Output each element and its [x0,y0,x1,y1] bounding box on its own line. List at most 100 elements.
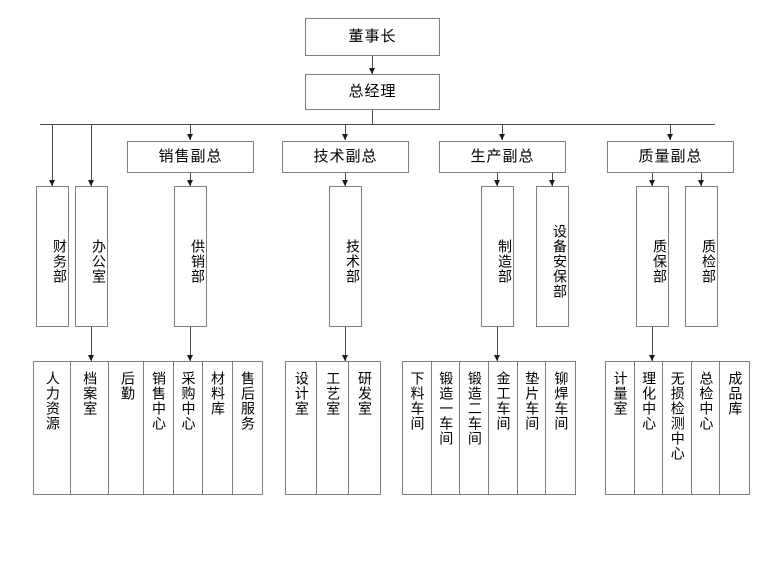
node-unit-blanking-workshop[interactable]: 下料车间 [403,362,432,494]
node-unit-material-warehouse[interactable]: 材料库 [203,362,233,494]
node-dept-technology[interactable]: 技术部 [329,186,362,327]
arrowhead-office-to-units [88,355,94,361]
node-unit-logistics[interactable]: 后勤 [108,362,147,494]
node-unit-finished-goods-warehouse[interactable]: 成品库 [720,362,750,494]
node-chairman-label: 董事长 [348,28,397,46]
node-unit-process-office[interactable]: 工艺室 [317,362,349,494]
connector-technology-to-units [345,327,346,361]
node-dept-supply-marketing-label: 供销部 [190,238,206,284]
node-unit-forging-workshop-2[interactable]: 锻造二车间 [460,362,490,494]
node-unit-human-resources-label: 人力资源 [44,371,61,431]
node-dept-manufacturing[interactable]: 制造部 [481,186,514,327]
connector-quality-assurance-to-units [652,327,653,361]
connector-vp-quality-to-inspection [701,173,702,186]
node-dept-office[interactable]: 办公室 [75,186,108,327]
arrowhead-bus-to-office [88,180,94,186]
arrowhead-vp-technology-to-techdept [342,180,348,186]
arrowhead-vp-production-to-manufacturing [494,180,500,186]
node-dept-quality-assurance[interactable]: 质保部 [636,186,669,327]
node-vp-quality[interactable]: 质量副总 [607,141,734,173]
connector-vp-quality-to-assurance [652,173,653,186]
node-unit-physical-chemical-center-label: 理化中心 [641,371,658,431]
node-unit-ndt-center-label: 无损检测中心 [669,371,686,461]
group-sales-units: 销售中心 采购中心 材料库 售后服务 [143,361,263,495]
node-general-manager[interactable]: 总经理 [305,74,440,110]
connector-bus-to-finance [52,124,53,186]
arrowhead-supply-to-units [187,355,193,361]
arrowhead-vp-sales-to-supply [187,180,193,186]
node-unit-procurement-center[interactable]: 采购中心 [173,362,203,494]
node-unit-general-inspection-center[interactable]: 总检中心 [691,362,721,494]
node-vp-technology[interactable]: 技术副总 [282,141,409,173]
node-vp-sales-label: 销售副总 [158,148,223,166]
connector-vp-sales-to-supply [190,173,191,186]
connector-gm-to-bus [372,110,373,124]
connector-chairman-to-gm [372,56,373,74]
node-unit-forging-workshop-1[interactable]: 锻造一车间 [431,362,461,494]
node-unit-ndt-center[interactable]: 无损检测中心 [663,362,692,494]
node-vp-production[interactable]: 生产副总 [439,141,566,173]
arrowhead-bus-to-vp-production [499,134,505,140]
node-unit-riveting-welding-workshop[interactable]: 铆焊车间 [546,362,576,494]
node-unit-metrology-office[interactable]: 计量室 [606,362,635,494]
connector-supply-to-units [190,327,191,361]
node-dept-equipment-security-label: 设备安保部 [552,223,568,299]
node-dept-quality-inspection[interactable]: 质检部 [685,186,718,327]
node-dept-office-label: 办公室 [91,238,107,284]
connector-bus-to-vp-sales [190,124,191,140]
node-dept-technology-label: 技术部 [345,238,361,284]
connector-bus-to-vp-production [502,124,503,140]
node-dept-finance-label: 财务部 [52,238,68,284]
node-unit-procurement-center-label: 采购中心 [180,371,197,431]
connector-bus-to-vp-technology [345,124,346,140]
node-unit-process-office-label: 工艺室 [325,371,342,416]
node-unit-logistics-label: 后勤 [120,371,137,401]
connector-vp-technology-to-techdept [345,173,346,186]
node-unit-riveting-welding-workshop-label: 铆焊车间 [553,371,570,431]
node-unit-after-sales-service[interactable]: 售后服务 [232,362,262,494]
connector-bus-to-vp-quality [670,124,671,140]
node-unit-sales-center[interactable]: 销售中心 [144,362,174,494]
arrowhead-quality-assurance-to-units [649,355,655,361]
node-vp-quality-label: 质量副总 [638,148,703,166]
arrowhead-technology-to-units [342,355,348,361]
node-unit-metalwork-workshop[interactable]: 金工车间 [489,362,518,494]
node-vp-technology-label: 技术副总 [313,148,378,166]
node-unit-metalwork-workshop-label: 金工车间 [495,371,512,431]
node-unit-rnd-office[interactable]: 研发室 [348,362,380,494]
arrowhead-vp-production-to-equipment-security [549,180,555,186]
node-dept-supply-marketing[interactable]: 供销部 [174,186,207,327]
node-unit-gasket-workshop-label: 垫片车间 [524,371,541,431]
node-unit-gasket-workshop[interactable]: 垫片车间 [517,362,547,494]
group-quality-units: 计量室 理化中心 无损检测中心 总检中心 成品库 [605,361,750,495]
connector-office-to-units [91,327,92,361]
node-unit-sales-center-label: 销售中心 [150,371,167,431]
node-dept-equipment-security[interactable]: 设备安保部 [536,186,569,327]
node-unit-archives-label: 档案室 [82,371,99,416]
node-vp-production-label: 生产副总 [470,148,535,166]
arrowhead-bus-to-vp-sales [187,134,193,140]
node-dept-manufacturing-label: 制造部 [497,238,513,284]
group-production-workshops: 下料车间 锻造一车间 锻造二车间 金工车间 垫片车间 铆焊车间 [402,361,576,495]
connector-bus-to-office [91,124,92,186]
node-dept-finance[interactable]: 财务部 [36,186,69,327]
arrowhead-manufacturing-to-workshops [494,355,500,361]
node-unit-rnd-office-label: 研发室 [357,371,374,416]
node-unit-after-sales-service-label: 售后服务 [239,371,256,431]
arrowhead-chairman-to-gm [369,68,375,74]
bus-line-level2 [40,124,715,125]
node-dept-quality-inspection-label: 质检部 [701,238,717,284]
arrowhead-vp-quality-to-assurance [649,180,655,186]
node-unit-physical-chemical-center[interactable]: 理化中心 [634,362,664,494]
node-vp-sales[interactable]: 销售副总 [127,141,254,173]
node-unit-general-inspection-center-label: 总检中心 [698,371,715,431]
node-unit-human-resources[interactable]: 人力资源 [34,362,72,494]
node-unit-design-office[interactable]: 设计室 [286,362,318,494]
group-office-units: 人力资源 档案室 后勤 [33,361,147,495]
connector-manufacturing-to-workshops [497,327,498,361]
node-unit-archives[interactable]: 档案室 [71,362,109,494]
node-unit-blanking-workshop-label: 下料车间 [409,371,426,431]
node-unit-forging-workshop-2-label: 锻造二车间 [466,371,483,446]
node-chairman[interactable]: 董事长 [305,18,440,56]
